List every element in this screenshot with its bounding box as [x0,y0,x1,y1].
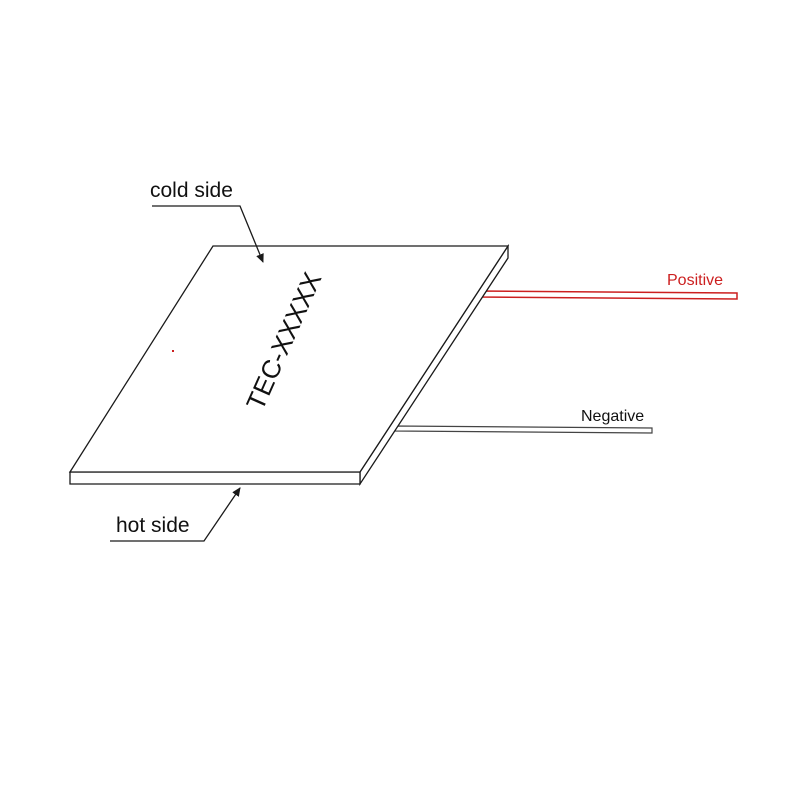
plate-front-face [69,471,361,485]
positive-label: Positive [667,272,723,289]
hot-side-label: hot side [116,514,190,537]
positive-wire [477,290,738,300]
negative-label: Negative [581,408,644,425]
cold-side-label: cold side [150,179,233,202]
negative-wire [394,425,653,434]
plate-top-face [68,245,510,473]
red-speck [172,350,174,352]
cold-side-leader [152,205,264,263]
hot-side-leader [110,487,241,542]
